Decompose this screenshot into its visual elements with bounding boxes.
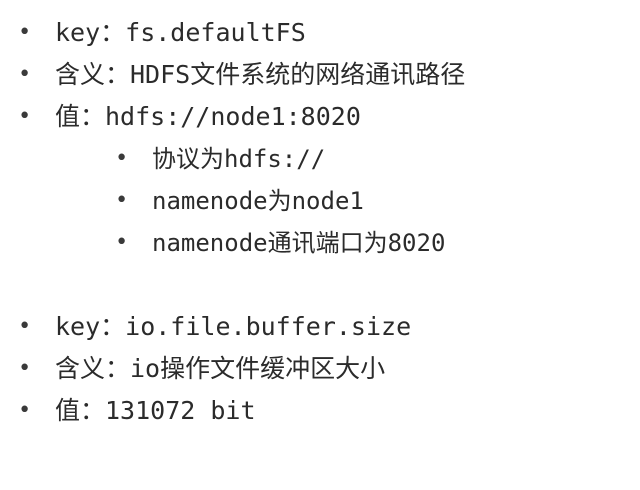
sub-list-item-namenode-port: • namenode通讯端口为8020	[0, 222, 640, 264]
bullet-icon: •	[18, 62, 32, 87]
bullet-icon: •	[115, 230, 129, 255]
section-spacer	[0, 264, 640, 306]
item-text: namenode通讯端口为8020	[152, 229, 446, 257]
item-text: 值：131072 bit	[55, 396, 256, 425]
list-item-meaning-defaultfs: • 含义：HDFS文件系统的网络通讯路径	[0, 54, 640, 96]
bullet-icon: •	[18, 314, 32, 339]
list-item-value-defaultfs: • 值：hdfs://node1:8020	[0, 96, 640, 138]
item-text: 含义：io操作文件缓冲区大小	[55, 354, 386, 383]
list-item-meaning-buffer-size: • 含义：io操作文件缓冲区大小	[0, 348, 640, 390]
item-text: 协议为hdfs://	[152, 145, 326, 173]
bullet-icon: •	[115, 188, 129, 213]
bullet-icon: •	[18, 398, 32, 423]
bullet-icon: •	[18, 104, 32, 129]
list-item-key-buffer-size: • key：io.file.buffer.size	[0, 306, 640, 348]
item-text: 值：hdfs://node1:8020	[55, 102, 361, 131]
item-text: 含义：HDFS文件系统的网络通讯路径	[55, 60, 466, 89]
sub-list-item-namenode-host: • namenode为node1	[0, 180, 640, 222]
list-item-value-buffer-size: • 值：131072 bit	[0, 390, 640, 432]
bullet-icon: •	[18, 356, 32, 381]
item-text: namenode为node1	[152, 187, 364, 215]
sub-list-item-protocol: • 协议为hdfs://	[0, 138, 640, 180]
list-item-key-defaultfs: • key：fs.defaultFS	[0, 12, 640, 54]
item-text: key：fs.defaultFS	[55, 18, 306, 47]
item-text: key：io.file.buffer.size	[55, 312, 412, 341]
bullet-icon: •	[115, 146, 129, 171]
bullet-icon: •	[18, 20, 32, 45]
